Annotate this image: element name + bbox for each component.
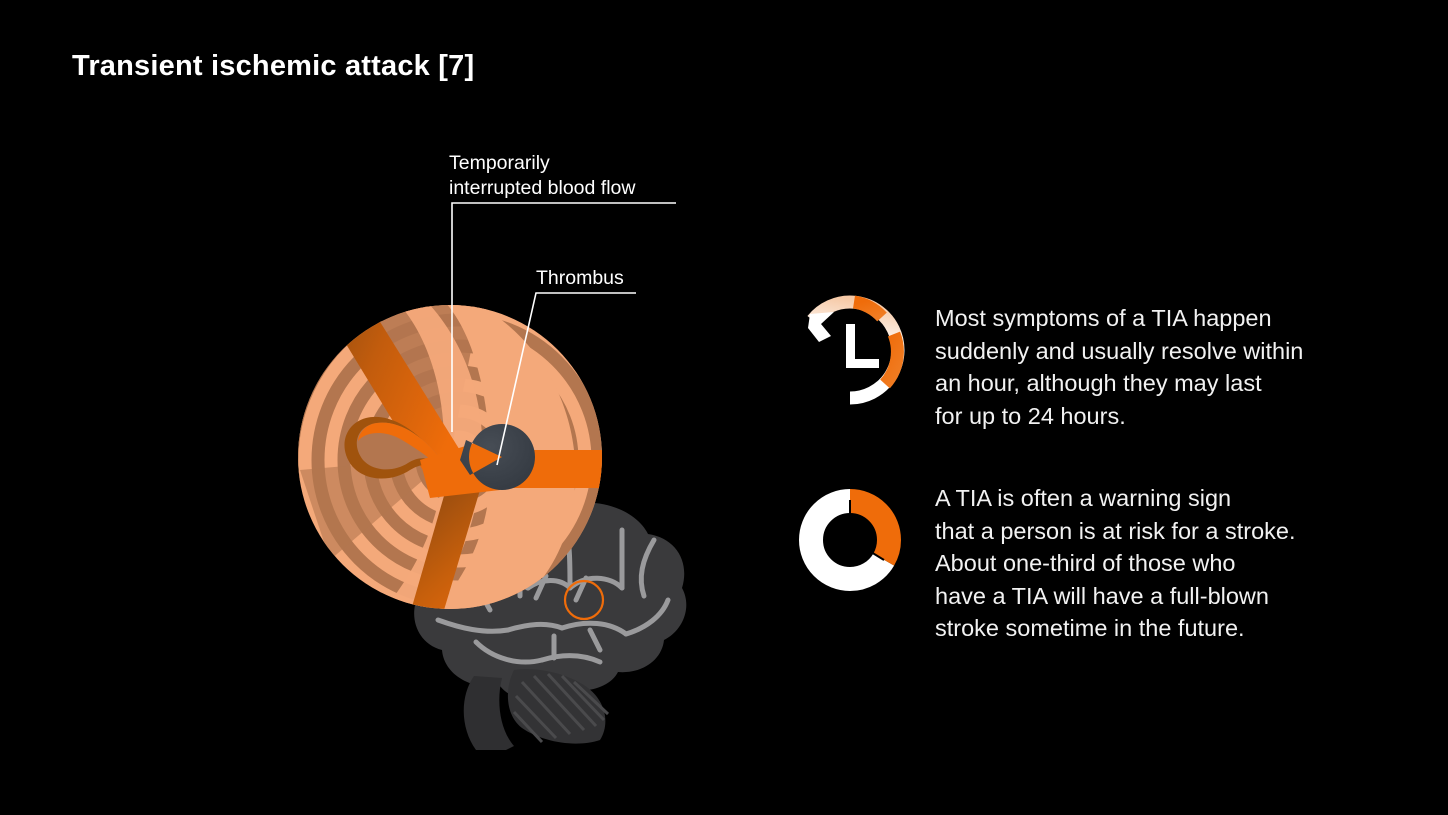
vessel-hook-inner [356,422,446,472]
clock-arc-white [807,295,905,405]
leader-line-thrombus [496,292,636,466]
facts-list: Most symptoms of a TIA happen suddenly a… [790,290,1390,645]
clock-arc-orange-top [852,295,887,322]
leader-line-blood-flow [451,202,676,432]
page-title: Transient ischemic attack [7] [72,50,475,82]
fact-item-duration: Most symptoms of a TIA happen suddenly a… [790,290,1390,432]
fact-text-duration: Most symptoms of a TIA happen suddenly a… [935,305,1304,429]
tissue-wedge-lower [300,457,450,560]
donut-separator-bottom [870,551,885,561]
vessel-junction [420,440,500,498]
vessel-hook-rim [358,422,446,474]
clock-hand-hour [846,359,879,368]
fact-item-stroke-risk: A TIA is often a warning sign that a per… [790,474,1390,645]
vessel-lower-branch [388,482,480,609]
donut-chart-one-third-icon [790,482,910,602]
fact-text-stroke-risk: A TIA is often a warning sign that a per… [935,485,1296,641]
illustration-container: Temporarily interrupted blood flow Throm… [270,130,700,750]
clock-hand-minute [846,324,855,368]
tia-location-marker-icon [563,579,605,621]
cerebellum-striations [512,672,610,744]
illustration-svg [298,202,687,750]
thrombus-clot [460,424,535,490]
clock-reset-icon [790,290,910,410]
callout-label-thrombus: Thrombus [536,267,624,289]
clock-reset-arrowhead-icon [808,312,834,342]
clock-arc-orange-right [879,331,904,389]
callout-label-blood-flow: Temporarily interrupted blood flow [449,152,636,199]
brain-stem [463,676,514,750]
callout-leader-lines [451,202,676,466]
